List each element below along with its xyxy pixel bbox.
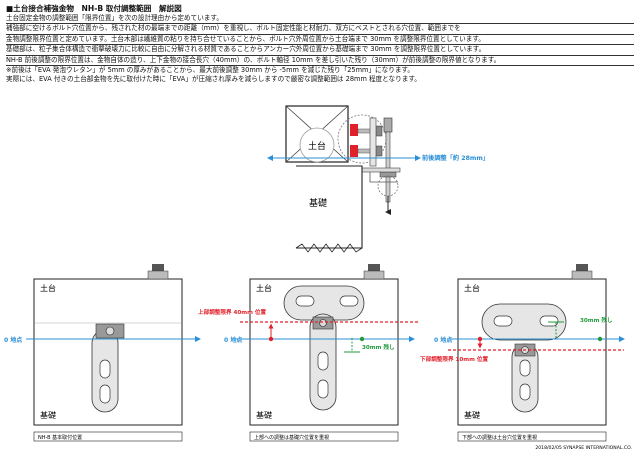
eva-pad-upper xyxy=(350,124,358,136)
description-line-4: 基礎部は、粒子集合体構造で衝撃破壊力に比較に自由に分解される材質であることからア… xyxy=(6,45,634,56)
panel-lower-limit: 土台 基礎 0 地点 下部調整限界 10mm 位置 30mm 残し 下部への調整… xyxy=(420,264,625,442)
section-diagram: 土台 基礎 前後調整「約 28mm」 xyxy=(267,105,489,253)
description-line-6: ※前後は「EVA 発泡ウレタン」が 5mm の厚みがあることから、最大前後調整 … xyxy=(6,66,414,75)
top-kiso-label: 基礎 xyxy=(309,197,327,209)
page-title: ■土台接合補強金物 NH-B 取付調整範囲 解説図 xyxy=(6,4,182,13)
panel2-dodai-label: 土台 xyxy=(256,283,272,293)
eva-pad-lower xyxy=(350,145,358,157)
footer-credit: 2018/02/05 SYNAPSE INTERNATIONAL.CO. xyxy=(535,445,632,451)
description-line-7: 実際には、EVA 付きの土台部金物を先に取付けた時に「EVA」が圧縮され厚みを減… xyxy=(6,75,421,84)
description-block: ■土台接合補強金物 NH-B 取付調整範囲 解説図 土台固定金物の調整範囲「限界… xyxy=(6,4,634,85)
panel1-caption: NH-B 基本取付位置 xyxy=(38,434,82,441)
panel3-limit-label: 下部調整限界 10mm 位置 xyxy=(420,355,488,363)
panel1-dodai-label: 土台 xyxy=(40,283,56,293)
panel-upper-limit: 土台 基礎 上部調整限界 40mm 位置 0 地点 30mm 残し 上部への調整… xyxy=(198,264,418,442)
panel1-kiso-label: 基礎 xyxy=(40,410,56,420)
panel3-caption: 下部への調整は土台穴位置を重視 xyxy=(462,434,537,441)
panel2-remain-label: 30mm 残し xyxy=(362,343,395,351)
description-line-2: 補強部に空けるボルト穴位置から、残された材の最端までの距離（mm）を重視し、ボル… xyxy=(6,24,634,35)
top-dodai-label: 土台 xyxy=(308,140,326,152)
panel-basic: 土台 基礎 0 地点 NH-B 基本取付位置 xyxy=(4,264,201,442)
panel2-zero-label: 0 地点 xyxy=(224,336,242,344)
description-line-1: 土台固定金物の調整範囲「限界位置」を次の設計理由から定めています。 xyxy=(6,14,634,25)
panel2-kiso-label: 基礎 xyxy=(256,410,272,420)
panel1-zero-label: 0 地点 xyxy=(4,336,22,344)
adjustment-label: 前後調整「約 28mm」 xyxy=(422,154,489,162)
panel3-remain-label: 30mm 残し xyxy=(580,316,613,324)
panel2-caption: 上部への調整は基礎穴位置を重視 xyxy=(254,434,329,441)
description-line-3: 金物調整限界位置と定めています。土台木部は繊維質の粘りを持ち合せていることから、… xyxy=(6,35,634,46)
panel3-kiso-label: 基礎 xyxy=(464,410,480,420)
panel2-limit-label: 上部調整限界 40mm 位置 xyxy=(198,308,266,316)
panel3-zero-label: 0 地点 xyxy=(434,336,452,344)
panel3-dodai-label: 土台 xyxy=(464,283,480,293)
description-line-5: NH-B 前後調整の限界位置は、金物自体の造り、上下金物の接合長穴（40mm）の… xyxy=(6,56,634,67)
